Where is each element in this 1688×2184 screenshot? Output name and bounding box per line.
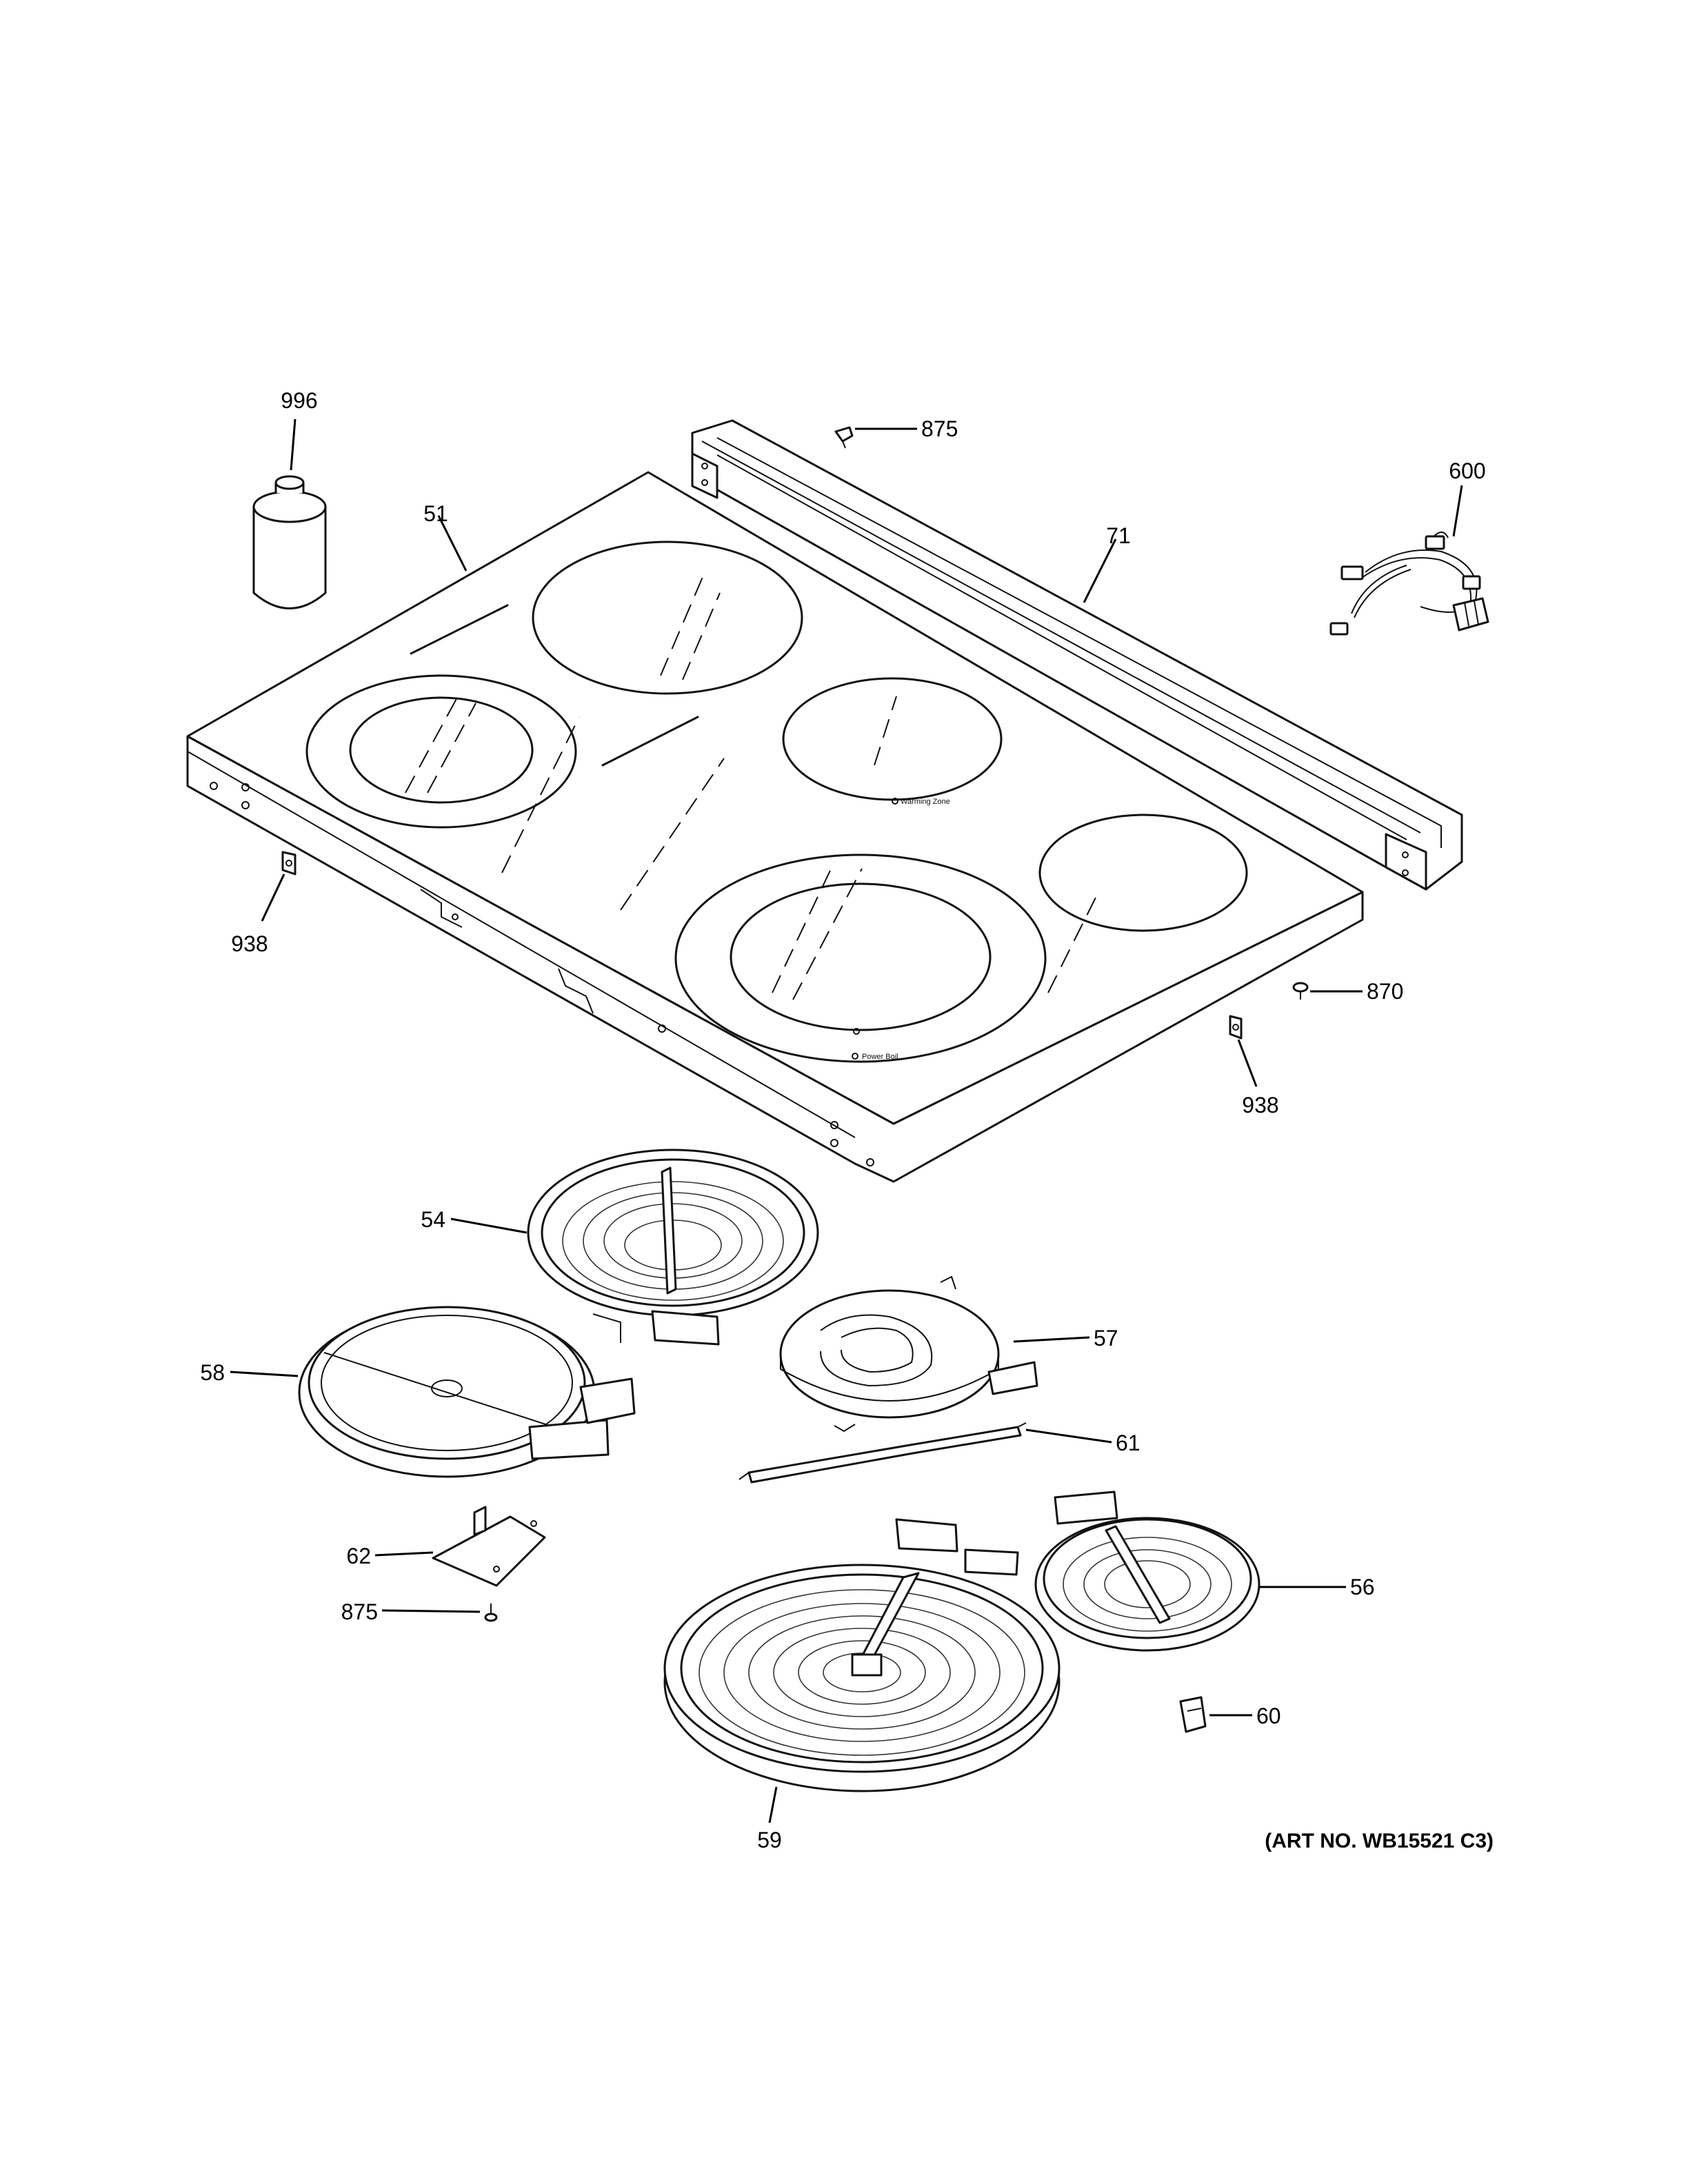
part-51-glass-cooktop: Warming Zone Power Boil <box>186 471 1364 1183</box>
part-875-screw-bottom <box>484 1604 498 1622</box>
part-57-warming-element <box>779 1275 1038 1433</box>
part-996-cleaner-bottle <box>252 475 327 609</box>
callout-61: 61 <box>1116 1430 1141 1455</box>
part-58-radiant-element <box>298 1306 636 1478</box>
part-62-bracket <box>432 1506 546 1587</box>
callout-58: 58 <box>200 1360 225 1385</box>
callout-875-top: 875 <box>921 416 958 441</box>
callout-71: 71 <box>1106 523 1131 548</box>
callout-996: 996 <box>281 388 317 413</box>
leader-lines <box>230 418 1463 1823</box>
part-875-screw-top <box>834 426 854 449</box>
callout-870: 870 <box>1367 979 1403 1004</box>
callout-60: 60 <box>1256 1703 1281 1728</box>
part-54-radiant-element <box>527 1149 819 1346</box>
part-60-clip <box>1179 1696 1207 1733</box>
power-boil-mark: Power Boil <box>862 1053 898 1061</box>
part-59-large-radiant-element <box>663 1518 1061 1792</box>
callout-56: 56 <box>1350 1575 1375 1599</box>
part-870-screw <box>1292 982 1309 1000</box>
callout-938-left: 938 <box>231 931 268 956</box>
callout-62: 62 <box>346 1544 371 1568</box>
part-938-clip-right <box>1229 1015 1243 1040</box>
part-600-wire-harness <box>1329 532 1489 636</box>
part-938-clip-left <box>281 851 297 876</box>
callout-57: 57 <box>1094 1326 1118 1351</box>
part-71-rear-trim <box>691 419 1463 891</box>
callout-54: 54 <box>421 1207 445 1232</box>
part-61-sensor-rod <box>738 1422 1027 1484</box>
callout-59: 59 <box>757 1828 782 1852</box>
warming-zone-mark: Warming Zone <box>901 798 950 806</box>
art-number: (ART NO. WB15521 C3) <box>1265 1830 1494 1852</box>
callout-51: 51 <box>423 501 448 526</box>
callout-938-right: 938 <box>1242 1093 1278 1118</box>
callout-600: 600 <box>1449 458 1485 483</box>
part-56-radiant-element <box>1034 1490 1260 1652</box>
callout-875-bottom: 875 <box>341 1599 378 1624</box>
